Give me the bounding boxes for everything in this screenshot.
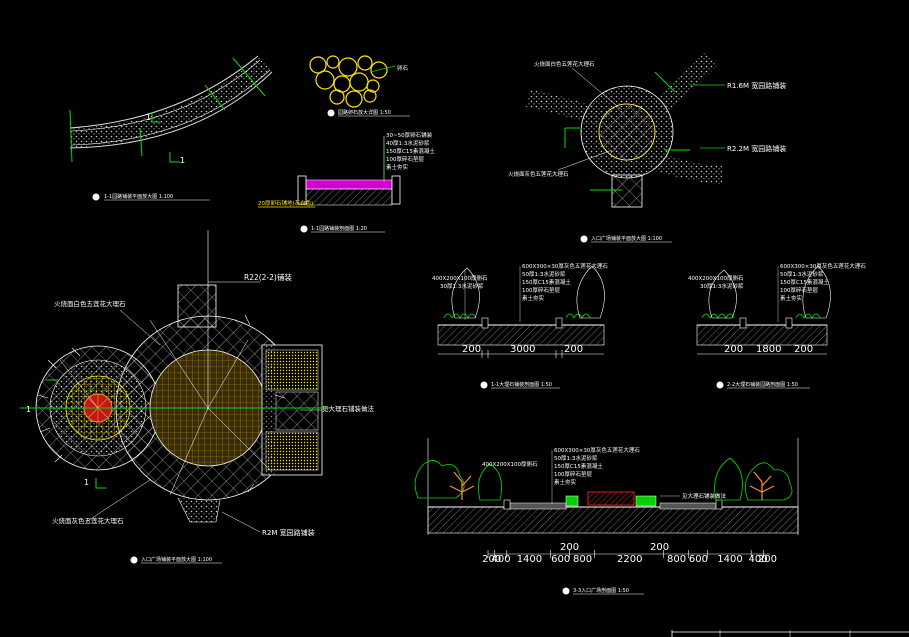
stone-detail: 卵石 园路卵石放大详图 1:50 30~50厚卵石铺装 40厚1:3水泥砂浆 1… — [258, 55, 435, 233]
section-b-callout-4: 150厚C15素混凝土 — [780, 278, 829, 286]
stone-layer-2: 150厚C15素混凝土 — [386, 147, 435, 155]
section-b-callout-1: 30厚1:3水泥砂浆 — [700, 282, 744, 290]
section-tag-right: 1 — [180, 156, 185, 165]
top-left-title: 1-1园路铺装平面放大图 1:100 — [104, 193, 173, 200]
stone-layer-1: 40厚1:3水泥砂浆 — [386, 139, 430, 147]
section-c-callout-2: 50厚1:3水泥砂浆 — [554, 454, 598, 462]
section-a-callout-2: 600X300×30厚灰色五莲花大理石 — [522, 262, 608, 270]
stone-left-label: 20厚卵石铺地(灰白色) — [258, 199, 313, 207]
section-b-title: 2-2大理石铺装园路剖面图 1:50 — [727, 381, 798, 388]
section-b-callout-6: 素土夯实 — [780, 294, 803, 302]
small-plaza-plan: 火烧面白色五莲花大理石 火烧面灰色五莲花大理石 R1.6M 宽园路铺装 R2.2… — [508, 51, 786, 243]
section-c-callout-4: 100厚碎石垫层 — [554, 470, 592, 478]
section-c-callout-0: 400X200X100厚侧石 — [482, 460, 538, 468]
section-b-dim-0: 200 — [724, 344, 743, 355]
section-c-dim-4: 800 — [573, 554, 592, 565]
section-b-callout-3: 50厚1:3水泥砂浆 — [780, 270, 824, 278]
section-c-dim-top-0: 200 — [560, 542, 579, 553]
small-plaza-r-label2: R2.2M 宽园路铺装 — [727, 144, 786, 153]
section-a-callout-1: 30厚1:3水泥砂浆 — [440, 282, 484, 290]
section-c-dim-2: 1400 — [517, 554, 542, 565]
section-c-dim-10: 200 — [758, 554, 777, 565]
small-plaza-label-bottom: 火烧面灰色五莲花大理石 — [508, 170, 569, 178]
section-a-callout-6: 素土夯实 — [522, 294, 545, 302]
curved-path-plan: 1 1 1-1园路铺装平面放大图 1:100 — [69, 55, 273, 201]
main-plaza-tag-bottom: 1 — [84, 478, 89, 487]
section-a-callout-4: 150厚C15素混凝土 — [522, 278, 571, 286]
stone-detail-title2: 1-1园路铺装剖面图 1:20 — [311, 225, 367, 232]
small-plaza-label-top: 火烧面白色五莲花大理石 — [534, 60, 595, 68]
main-plaza-plan: 1 1 火烧面白色五莲花大理石 R22(2-2)铺装 见大理石铺装做法 火烧面灰… — [20, 230, 375, 564]
main-plaza-label-left-bottom: 火烧面灰色五莲花大理石 — [52, 516, 124, 525]
stone-layer-3: 100厚碎石垫层 — [386, 155, 424, 163]
section-a-dim-1: 3000 — [510, 344, 535, 355]
section-a-callout-0: 400X200X100厚侧石 — [432, 274, 488, 282]
section-a-callout-3: 50厚1:3水泥砂浆 — [522, 270, 566, 278]
section-c-dim-1: 400 — [492, 554, 511, 565]
main-plaza-title: 入口广场铺装平面放大图 1:100 — [141, 556, 212, 563]
main-plaza-label-left-top: 火烧面白色五莲花大理石 — [54, 299, 126, 308]
section-tag-left: 1 — [146, 113, 151, 122]
section-b: 400X200X100厚侧石 30厚1:3水泥砂浆 600X300×30厚灰色五… — [688, 262, 866, 389]
main-plaza-label-top: R22(2-2)铺装 — [244, 272, 292, 282]
section-a-callout-5: 100厚碎石垫层 — [522, 286, 560, 294]
section-b-callout-2: 600X300×30厚灰色五莲花大理石 — [780, 262, 866, 270]
section-c-dim-3: 600 — [551, 554, 570, 565]
section-a-dim-2: 200 — [564, 344, 583, 355]
section-c-dim-0: 200 — [482, 554, 501, 565]
section-c-dim-5: 2200 — [617, 554, 642, 565]
section-c-callout-1: 600X300×30厚灰色五莲花大理石 — [554, 446, 640, 454]
small-plaza-r-label1: R1.6M 宽园路铺装 — [727, 81, 786, 90]
section-a-dim-0: 200 — [462, 344, 481, 355]
section-a-title: 1-1大理石铺装剖面图 1:50 — [491, 381, 552, 388]
stone-detail-title: 园路卵石放大详图 1:50 — [338, 109, 391, 116]
main-plaza-tag-left: 1 — [26, 405, 31, 414]
section-b-callout-5: 100厚碎石垫层 — [780, 286, 818, 294]
section-b-dim-1: 1800 — [756, 344, 781, 355]
section-c-dim-7: 600 — [689, 554, 708, 565]
section-c-dim-6: 800 — [667, 554, 686, 565]
section-c-title: 3-3入口广场剖面图 1:50 — [573, 587, 629, 594]
main-plaza-label-right: 见大理石铺装做法 — [322, 404, 375, 413]
section-c-dim-8: 1400 — [717, 554, 742, 565]
section-b-callout-0: 400X200X100厚侧石 — [688, 274, 744, 282]
stone-note: 卵石 — [397, 64, 409, 72]
section-c-right-note: 见大理石铺装做法 — [682, 492, 727, 500]
stone-layer-0: 30~50厚卵石铺装 — [386, 131, 433, 139]
section-c-callout-3: 150厚C15素混凝土 — [554, 462, 603, 470]
section-c-dim-9: 400 — [749, 554, 768, 565]
section-c-callout-5: 素土夯实 — [554, 478, 577, 486]
small-plaza-title: 入口广场铺装平面放大图 1:100 — [591, 235, 662, 242]
section-c-dim-top-1: 200 — [650, 542, 669, 553]
stone-layer-4: 素土夯实 — [386, 163, 409, 171]
section-c: 600X300×30厚灰色五莲花大理石 50厚1:3水泥砂浆 150厚C15素混… — [414, 438, 799, 595]
section-b-dim-2: 200 — [794, 344, 813, 355]
title-strip — [671, 630, 909, 637]
main-plaza-label-bottom: R2M 宽园路铺装 — [262, 528, 315, 537]
section-a: 400X200X100厚侧石 30厚1:3水泥砂浆 600X300×30厚灰色五… — [432, 262, 608, 389]
